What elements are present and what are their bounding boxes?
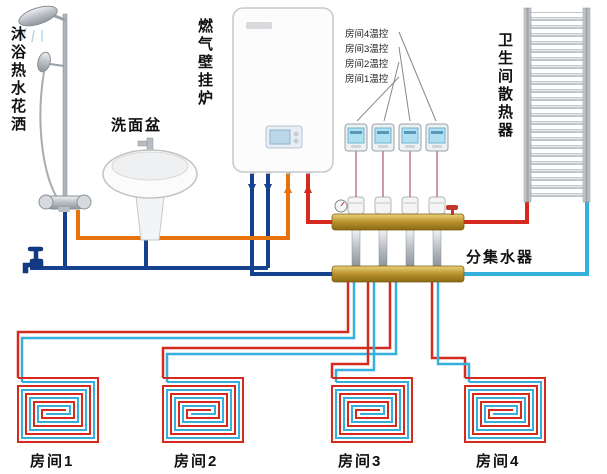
manifold-label: 分集水器 xyxy=(466,249,535,266)
room2-label: 房间2 xyxy=(174,453,219,470)
manifold-valve-3 xyxy=(401,196,419,267)
hot-flow-arrow xyxy=(284,184,292,193)
water-tap-icon xyxy=(22,246,44,274)
manifold-valve-1 xyxy=(347,196,365,267)
boiler-logo xyxy=(246,22,272,29)
thermostat-room1-icon xyxy=(344,123,368,152)
thermostat-room2-icon xyxy=(371,123,395,152)
thermostat-label-room2: 房间2温控 xyxy=(345,59,389,70)
flow-arrows xyxy=(248,184,312,193)
basin-pedestal xyxy=(135,195,165,241)
red-valve-handle xyxy=(446,205,458,210)
wash-basin-icon xyxy=(102,137,198,241)
heating-return-pipe-boiler xyxy=(250,170,334,276)
manifold-valve-2 xyxy=(374,196,392,267)
shower-hose xyxy=(39,71,57,197)
room1-label: 房间1 xyxy=(30,453,75,470)
thermostat-pointer-lines xyxy=(356,31,437,122)
thermostat-label-room1: 房间1温控 xyxy=(345,74,389,85)
shower-label: 沐浴热水花洒 xyxy=(9,26,26,134)
floor-coil-room1 xyxy=(17,377,99,443)
towel-radiator-icon xyxy=(523,7,591,203)
thermostat-label-room3: 房间3温控 xyxy=(345,44,389,55)
shower-fixture-icon xyxy=(18,5,92,212)
basin-label: 洗面盆 xyxy=(111,117,163,134)
rain-shower-head-icon xyxy=(18,5,58,27)
hand-shower-icon xyxy=(37,51,51,73)
thermostat-room4-icon xyxy=(425,123,449,152)
thermostat-room3-icon xyxy=(398,123,422,152)
boiler-label: 燃气壁挂炉 xyxy=(196,18,213,108)
floor-coil-room2 xyxy=(162,377,244,443)
manifold-supply-bar xyxy=(331,213,465,231)
manifold-valve-4 xyxy=(428,196,446,267)
gas-boiler-icon xyxy=(232,7,334,174)
supply-flow-arrow xyxy=(304,184,312,193)
manifold-icon xyxy=(331,196,465,283)
cold-flow-arrow xyxy=(248,184,256,193)
radiator-return-pipe xyxy=(464,200,589,276)
floor-coil-room4 xyxy=(464,377,546,443)
thermostat-wires xyxy=(355,151,438,197)
radiator-label: 卫生间散热器 xyxy=(496,32,513,140)
floor-coil-room3 xyxy=(331,377,413,443)
room3-label: 房间3 xyxy=(338,453,383,470)
floor-loop-feed-pipes xyxy=(16,280,471,382)
thermostat-label-room4: 房间4温控 xyxy=(345,29,389,40)
room4-label: 房间4 xyxy=(476,453,521,470)
manifold-return-bar xyxy=(331,265,465,283)
spray-lines xyxy=(21,27,43,43)
return-flow-arrow xyxy=(264,184,272,193)
